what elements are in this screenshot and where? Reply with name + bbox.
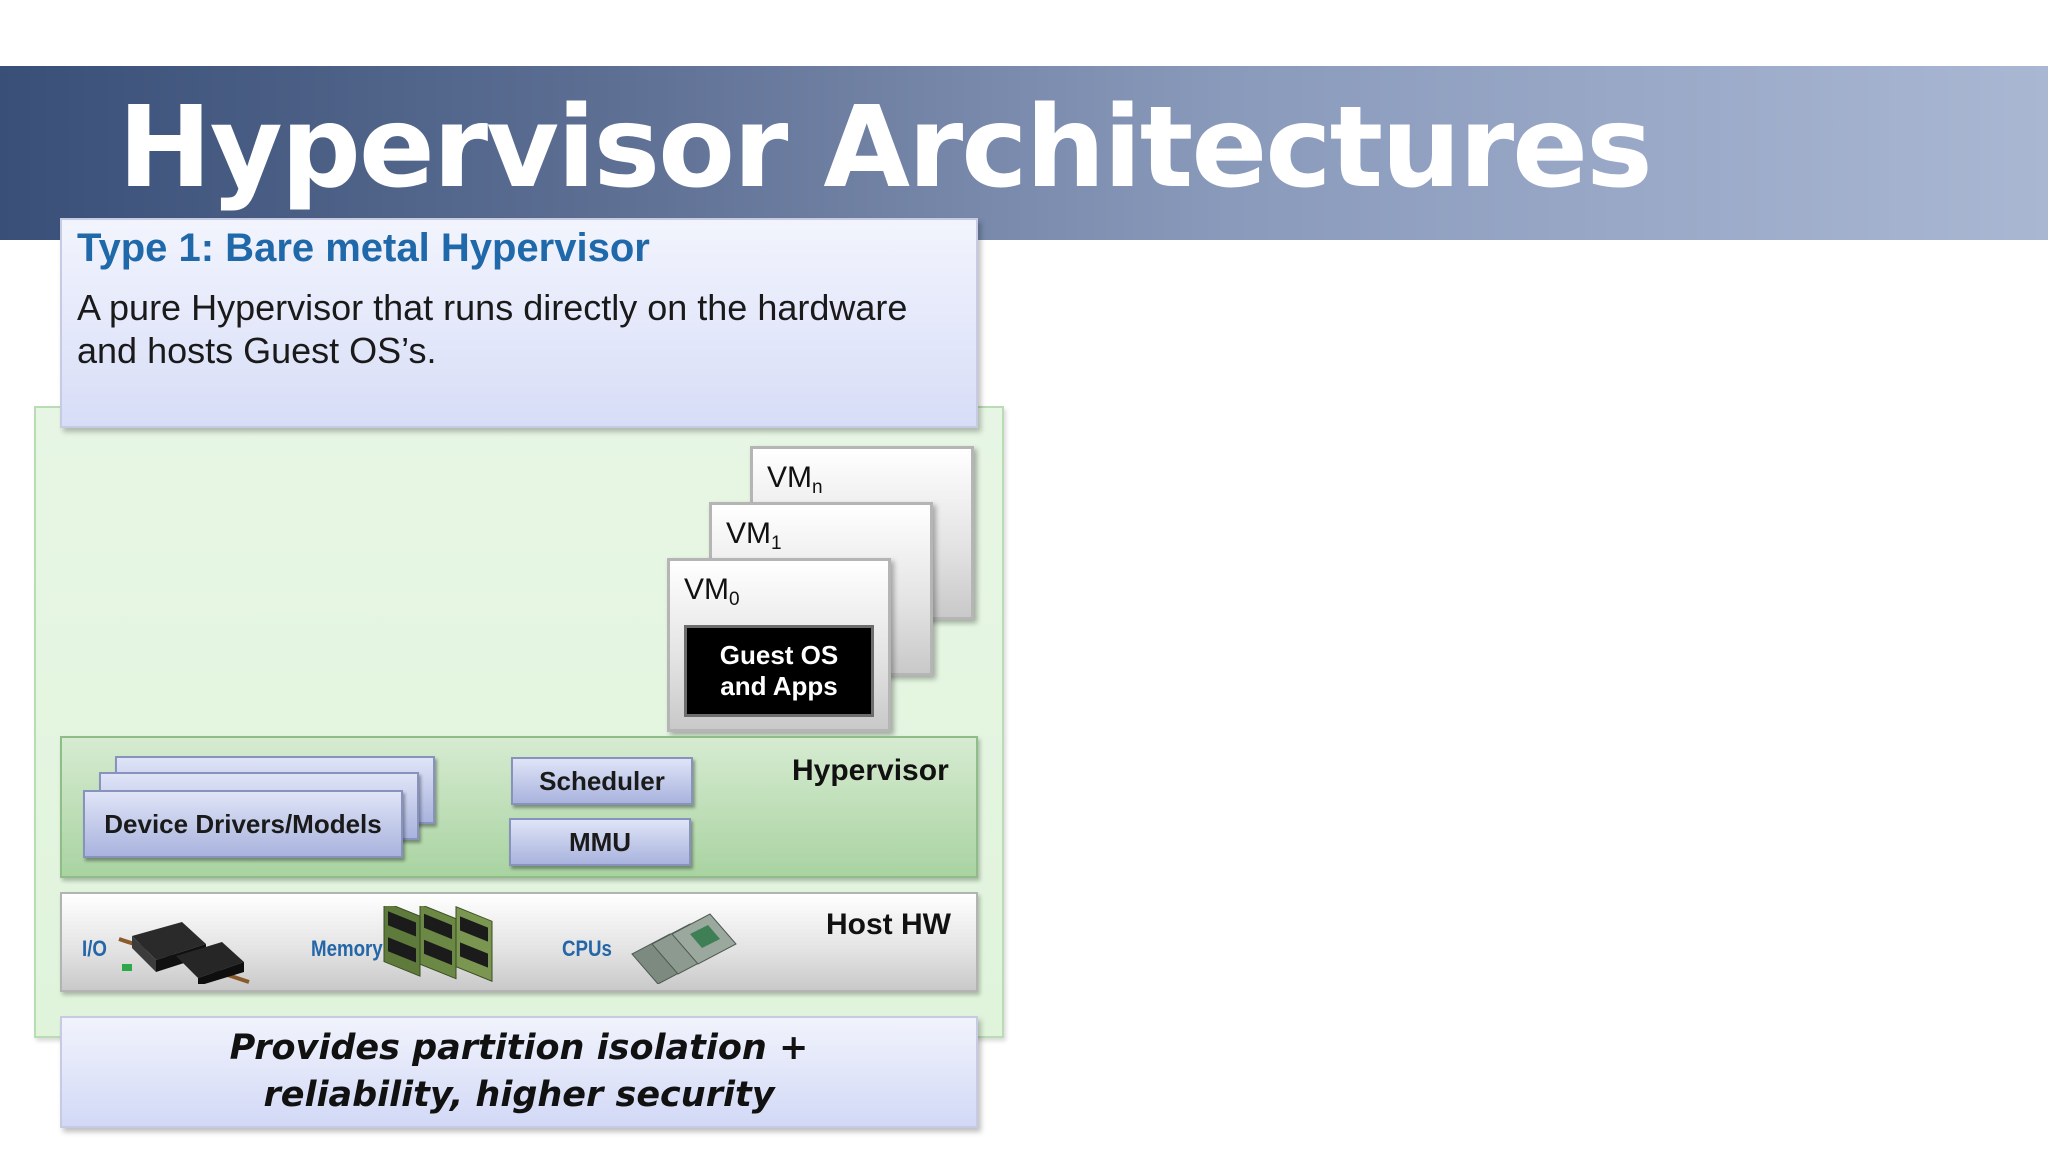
memory-label: Memory [311,936,383,961]
slide-title: Hypervisor Architectures [118,83,1653,213]
vm-1-label: VM1 [726,517,782,554]
cpu-chips-icon [631,913,737,984]
vm-0-label: VM0 [684,573,740,610]
host-hw-label: Host HW [826,908,951,941]
takeaway-text: Provides partition isolation + reliabili… [229,1028,809,1115]
io-label: I/O [82,936,107,961]
takeaway-box: Provides partition isolation + reliabili… [60,1016,978,1128]
type-heading: Type 1: Bare metal Hypervisor [77,226,650,270]
device-drivers-box: Device Drivers/Models [83,790,403,858]
type-description: A pure Hypervisor that runs directly on … [77,287,908,371]
vm-n-label: VMn [767,461,823,498]
cpus-label: CPUs [562,936,612,961]
io-device-icon [118,922,250,984]
vm-0-box: VM0 Guest OS and Apps [667,558,891,732]
title-band [0,66,2048,240]
hypervisor-label: Hypervisor [792,754,949,787]
mmu-box: MMU [509,818,691,866]
scheduler-box: Scheduler [511,757,693,805]
guest-os-box: Guest OS and Apps [684,625,874,717]
hypervisor-layer: Hypervisor Device Drivers/Models Schedul… [60,736,978,878]
type-description-box: Type 1: Bare metal Hypervisor A pure Hyp… [60,218,978,428]
memory-modules-icon [383,906,493,982]
host-hw-layer: Host HW I/O Memory CPUs [60,892,978,992]
